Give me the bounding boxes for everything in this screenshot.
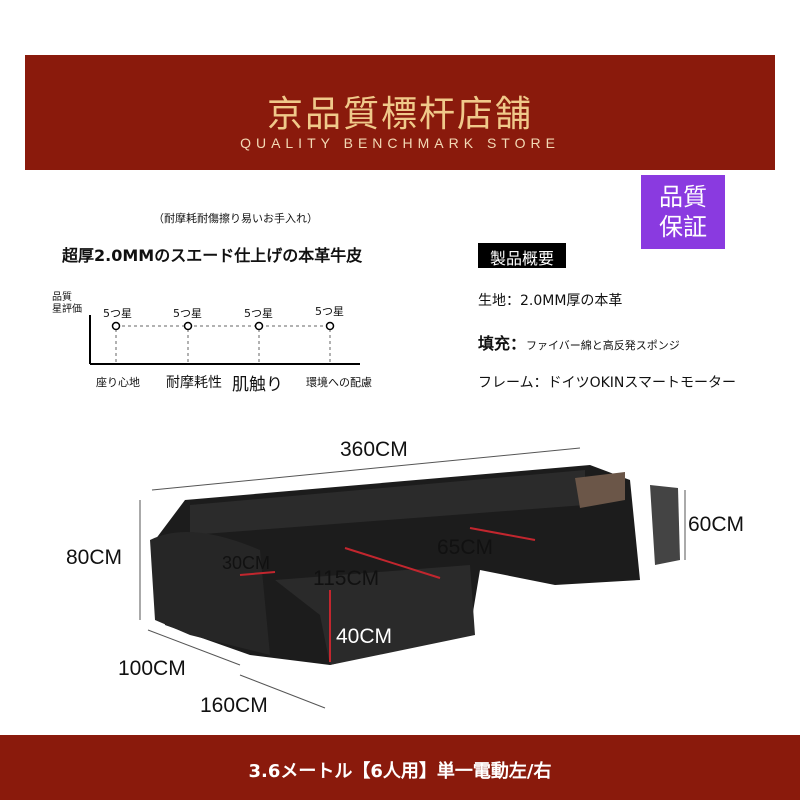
width-dim-line <box>151 447 581 491</box>
store-title: 京品質標杆店舗 <box>266 94 533 135</box>
footer-banner: 3.6メートル【6人用】単一電動左/右 <box>0 735 800 800</box>
store-subtitle: QUALITY BENCHMARK STORE <box>240 135 560 151</box>
filling-label: 填充： <box>478 334 527 353</box>
filling-value: ファイバー綿と高反発スポンジ <box>526 339 680 352</box>
rating-value: 5つ星 <box>173 307 202 320</box>
rating-value: 5つ星 <box>315 305 344 318</box>
leather-headline: 超厚2.0MMのスエード仕上げの本革牛皮 <box>62 246 363 265</box>
badge-line2: 保証 <box>659 213 707 241</box>
sofa-illustration <box>139 447 686 709</box>
rating-point <box>254 321 264 331</box>
rating-point <box>111 321 121 331</box>
rating-label: 環境への配慮 <box>306 376 372 389</box>
axis-label-1: 品質 <box>52 292 72 303</box>
store-banner: 京品質標杆店舗 QUALITY BENCHMARK STORE <box>25 55 775 170</box>
dim-chaise-length: 160CM <box>200 694 268 717</box>
rating-axis-label: 品質 星評価 <box>52 292 82 316</box>
spec-fabric: 生地：2.0MM厚の本革 <box>478 293 623 309</box>
dim-back-height: 60CM <box>688 513 745 536</box>
spec-frame: フレーム：ドイツOKINスマートモーター <box>478 375 736 391</box>
rating-point <box>183 321 193 331</box>
care-note: （耐摩耗耐傷擦り易いお手入れ） <box>153 212 318 225</box>
rating-point <box>325 321 335 331</box>
dim-depth: 100CM <box>118 657 186 680</box>
rating-label: 耐摩耗性 <box>166 375 222 391</box>
rating-value: 5つ星 <box>244 307 273 320</box>
quality-badge: 品質 保証 <box>641 175 725 249</box>
footer-text: 3.6メートル【6人用】単一電動左/右 <box>248 761 552 782</box>
dim-height: 80CM <box>66 546 123 569</box>
dim-seat-depth: 65CM <box>437 536 494 559</box>
spec-filling: 填充：ファイバー綿と高反発スポンジ <box>478 330 680 354</box>
rating-value: 5つ星 <box>103 307 132 320</box>
rating-label: 座り心地 <box>96 376 140 389</box>
dim-chaise-width: 115CM <box>313 567 380 590</box>
overview-title: 製品概要 <box>478 243 567 268</box>
dim-width: 360CM <box>340 438 408 461</box>
badge-line1: 品質 <box>659 183 707 211</box>
rating-label: 肌触り <box>232 375 283 395</box>
dim-arm: 30CM <box>222 553 271 573</box>
rating-chart <box>89 315 360 365</box>
dim-seat-height: 40CM <box>336 625 393 648</box>
axis-label-2: 星評価 <box>52 304 82 315</box>
